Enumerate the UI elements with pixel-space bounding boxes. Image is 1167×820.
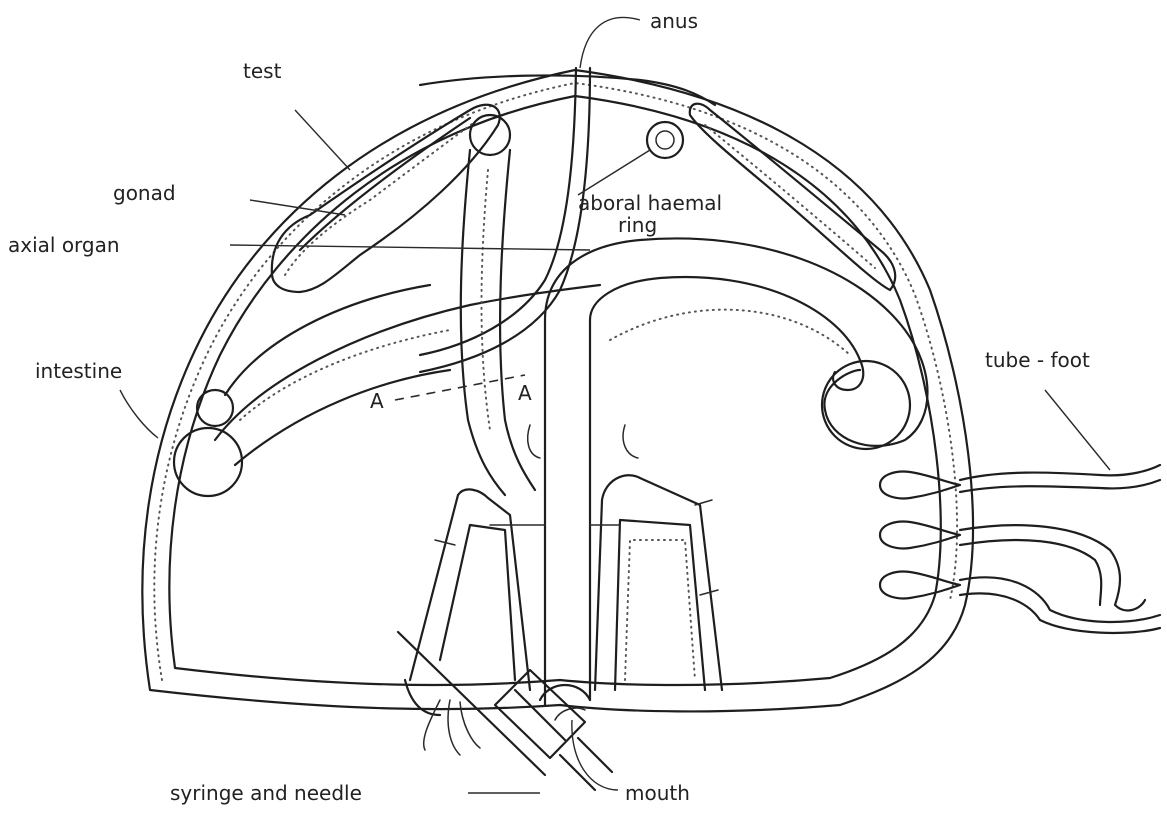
syringe-and-needle [398, 632, 612, 790]
section-line-a-a [395, 375, 525, 400]
tube-feet [880, 465, 1160, 633]
label-intestine: intestine [35, 359, 122, 383]
label-tube-foot: tube - foot [985, 348, 1090, 372]
axial-organ [461, 150, 535, 495]
label-anus: anus [650, 9, 698, 33]
leader-anus [580, 17, 640, 68]
leader-test [295, 110, 350, 170]
label-aboral-haemal-ring-2: ring [618, 213, 657, 237]
leader-tube-foot [1045, 390, 1110, 470]
label-section-a-right: A [518, 381, 532, 405]
intestine [174, 285, 600, 496]
leader-axial-organ [230, 245, 590, 250]
label-axial-organ: axial organ [8, 233, 120, 257]
label-gonad: gonad [113, 181, 176, 205]
label-test: test [243, 59, 282, 83]
leader-gonad [250, 200, 345, 215]
label-syringe-and-needle: syringe and needle [170, 781, 362, 805]
labels: anus test gonad aboral haemal ring axial… [8, 9, 1090, 805]
label-mouth: mouth [625, 781, 690, 805]
label-aboral-haemal-ring-1: aboral haemal [578, 191, 722, 215]
leader-aboral-haemal-ring [578, 150, 650, 195]
label-section-a-left: A [370, 389, 384, 413]
lantern [405, 425, 722, 715]
oesophagus-loop [545, 238, 928, 705]
leader-intestine [120, 390, 158, 438]
peristome [424, 685, 590, 755]
